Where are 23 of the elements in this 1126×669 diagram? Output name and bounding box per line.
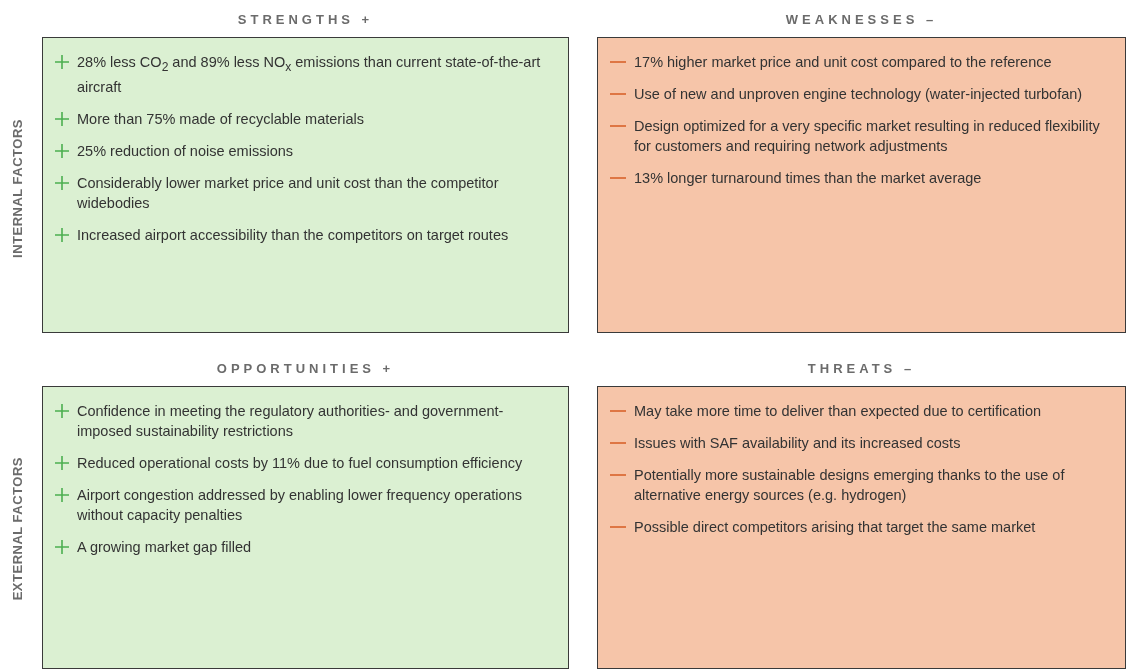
section-heading: THREATS – xyxy=(807,360,916,378)
list-item: Considerably lower market price and unit cost than the competitor widebodies xyxy=(77,173,500,213)
list-item: May take more time to deliver than expected due to certification xyxy=(634,402,1041,421)
row-label: INTERNAL FACTORS xyxy=(10,118,25,258)
row-label: EXTERNAL FACTORS xyxy=(10,456,25,600)
list-item: More than 75% made of recyclable materials xyxy=(77,109,364,129)
section-heading: WEAKNESSES – xyxy=(785,11,938,29)
list-item: Increased airport accessibility than the competitors on target routes xyxy=(77,225,509,245)
section-heading: STRENGTHS + xyxy=(237,11,374,29)
list-item: Issues with SAF availability and its increased costs xyxy=(634,434,961,453)
list-item: Confidence in meeting the regulatory authorities- and government- imposed sustainability restrictions xyxy=(77,402,505,441)
list-item: Use of new and unproven engine technology (water-injected turbofan) xyxy=(634,85,1083,104)
list-item: A growing market gap filled xyxy=(77,538,252,557)
list-item: 13% longer turnaround times than the market average xyxy=(634,169,982,188)
list-item: Potentially more sustainable designs emerging thanks to the use of alternative energy sources (e.g. hydrogen) xyxy=(634,466,1066,505)
list-item: 25% reduction of noise emissions xyxy=(77,141,293,161)
list-item: Reduced operational costs by 11% due to fuel consumption efficiency xyxy=(77,454,523,473)
list-item: Airport congestion addressed by enabling lower frequency operations without capacity penalties xyxy=(77,486,523,525)
list-item: 17% higher market price and unit cost compared to the reference xyxy=(634,53,1052,72)
section-heading: OPPORTUNITIES + xyxy=(216,360,395,378)
list-item: 28% less CO$_{2}$ and 89% less NO$_{x}$ emissions than current state-of-the-art aircraft xyxy=(77,53,542,97)
list-item: Design optimized for a very specific market resulting in reduced flexibility for customers and requiring network adjustments xyxy=(634,117,1101,156)
list-item: Possible direct competitors arising that target the same market xyxy=(634,518,1036,537)
